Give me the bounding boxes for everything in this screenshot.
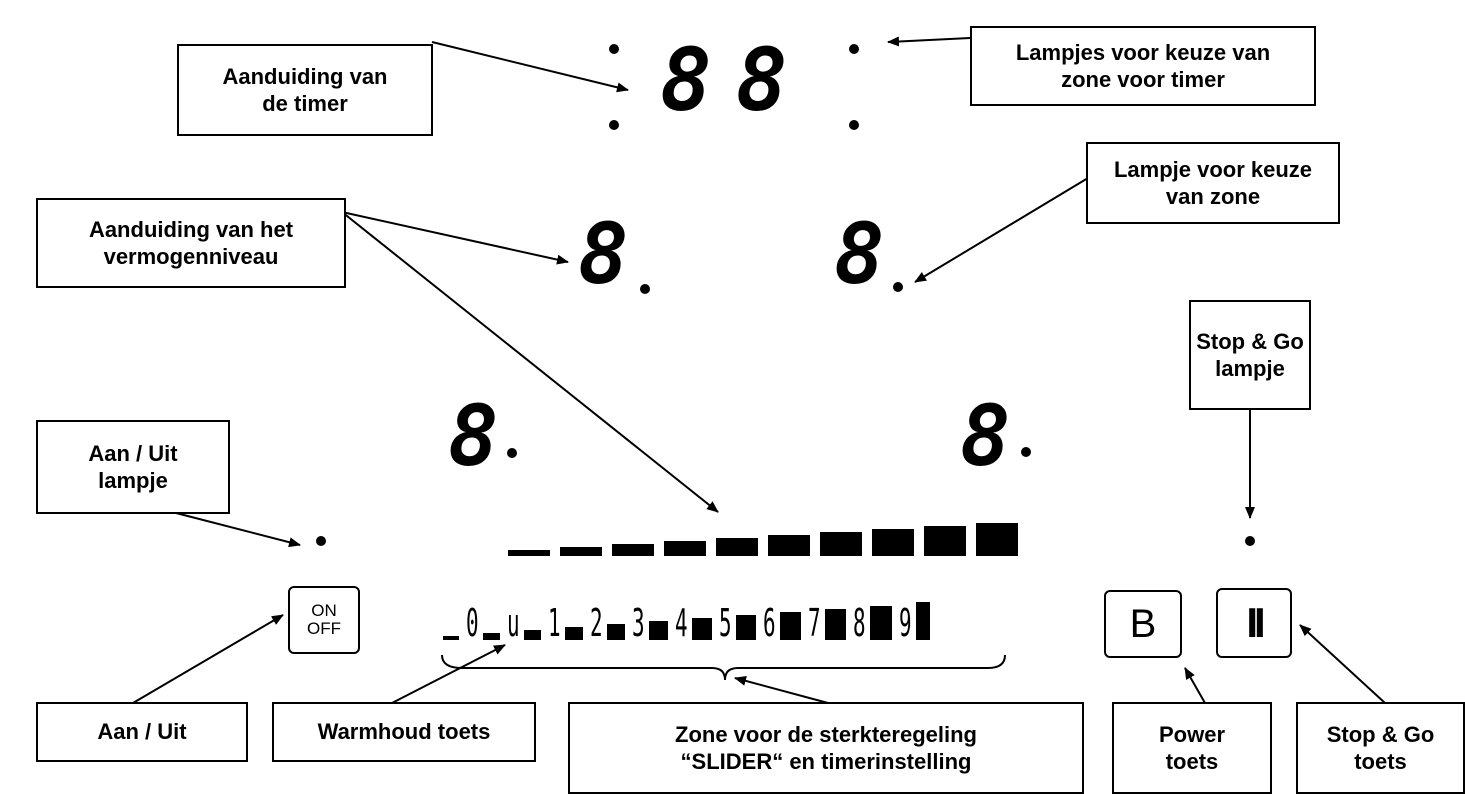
slider-bar (564, 627, 583, 640)
arrow-timer-display (431, 41, 629, 93)
slider-label-8[interactable]: 8 (852, 601, 866, 645)
arrow-power-level-display-2 (341, 211, 719, 513)
timer-display: 88 (660, 31, 812, 131)
bar-segment (768, 535, 810, 556)
arrow-timer-zone-lamps (887, 36, 971, 47)
callout-power-key: Power toets (1112, 702, 1272, 794)
bar-segment (820, 532, 862, 556)
callout-stop-go-lamp: Stop & Go lampje (1189, 300, 1311, 410)
bar-segment (976, 523, 1018, 556)
arrow-on-off-lamp (175, 512, 301, 548)
slider-label-7[interactable]: 7 (807, 601, 821, 645)
stop-go-button-label: II (1246, 599, 1265, 646)
arrow-power-key (1184, 667, 1206, 704)
arrow-power-level-display-1 (341, 211, 569, 265)
callout-stop-go-key: Stop & Go toets (1296, 702, 1465, 794)
callout-slider-zone: Zone voor de sterkteregeling “SLIDER“ en… (568, 702, 1084, 794)
zone-lamp-top-left (640, 284, 650, 294)
off-label: OFF (307, 619, 341, 638)
callout-timer-zone-lamps: Lampjes voor keuze van zone voor timer (970, 26, 1316, 106)
zone-lamp-bottom-left (507, 448, 517, 458)
timer-zone-lamp-top-right (849, 44, 859, 54)
power-button-label: B (1129, 601, 1157, 646)
bar-segment (924, 526, 966, 556)
zone-display-bottom-left: 8 (448, 387, 499, 485)
slider-bar (869, 606, 892, 640)
arrow-on-off-key (132, 614, 284, 704)
timer-zone-lamp-top-left (609, 44, 619, 54)
slider-bar (648, 621, 668, 640)
bar-segment (716, 538, 758, 556)
slider-bar (483, 633, 500, 640)
slider-label-3[interactable]: 3 (632, 601, 645, 645)
callout-on-off-lamp: Aan / Uit lampje (36, 420, 230, 514)
slider-bar (443, 636, 459, 640)
on-off-lamp (316, 536, 326, 546)
slider-label-2[interactable]: 2 (589, 601, 603, 645)
zone-display-bottom-right: 8 (960, 387, 1011, 485)
slider-bar (915, 602, 930, 640)
arrow-zone-select-lamp (914, 177, 1089, 283)
slider-bar (735, 615, 756, 640)
power-button[interactable]: B (1104, 590, 1182, 658)
slider-brace (441, 654, 1006, 681)
slider-bar (606, 624, 625, 640)
zone-display-top-left: 8 (578, 205, 629, 303)
callout-keep-warm-key: Warmhoud toets (272, 702, 536, 762)
bar-segment (560, 547, 602, 556)
zone-display-top-right: 8 (834, 205, 885, 303)
timer-zone-lamp-bottom-right (849, 120, 859, 130)
slider-label-5[interactable]: 5 (718, 601, 732, 645)
bar-segment (664, 541, 706, 556)
arrow-stop-go-key (1299, 624, 1386, 704)
stop-go-lamp (1245, 536, 1255, 546)
callout-timer-display: Aanduiding van de timer (177, 44, 433, 136)
slider-bar (523, 630, 541, 640)
slider-bar (824, 609, 846, 640)
callout-on-off-key: Aan / Uit (36, 702, 248, 762)
on-off-button[interactable]: ON OFF (288, 586, 360, 654)
stop-go-button[interactable]: II (1216, 588, 1292, 658)
callout-zone-select-lamp: Lampje voor keuze van zone (1086, 142, 1340, 224)
zone-lamp-bottom-right (1021, 447, 1031, 457)
slider-bar (779, 612, 801, 640)
timer-zone-lamp-bottom-left (609, 120, 619, 130)
power-bar-graph (508, 523, 1018, 556)
slider-label-9[interactable]: 9 (898, 601, 912, 645)
bar-segment (872, 529, 914, 556)
slider-label-u[interactable]: u (506, 601, 520, 645)
slider-label-4[interactable]: 4 (675, 601, 688, 645)
bar-segment (612, 544, 654, 556)
slider-label-6[interactable]: 6 (762, 601, 776, 645)
slider-bar (691, 618, 712, 640)
arrow-slider-zone (734, 676, 829, 704)
callout-power-level-display: Aanduiding van het vermogenniveau (36, 198, 346, 288)
slider-label-0[interactable]: 0 (466, 601, 479, 645)
arrow-keep-warm-key (391, 644, 506, 704)
zone-lamp-top-right (893, 282, 903, 292)
slider-label-1[interactable]: 1 (547, 601, 561, 645)
on-label: ON (311, 601, 337, 621)
bar-segment (508, 550, 550, 556)
